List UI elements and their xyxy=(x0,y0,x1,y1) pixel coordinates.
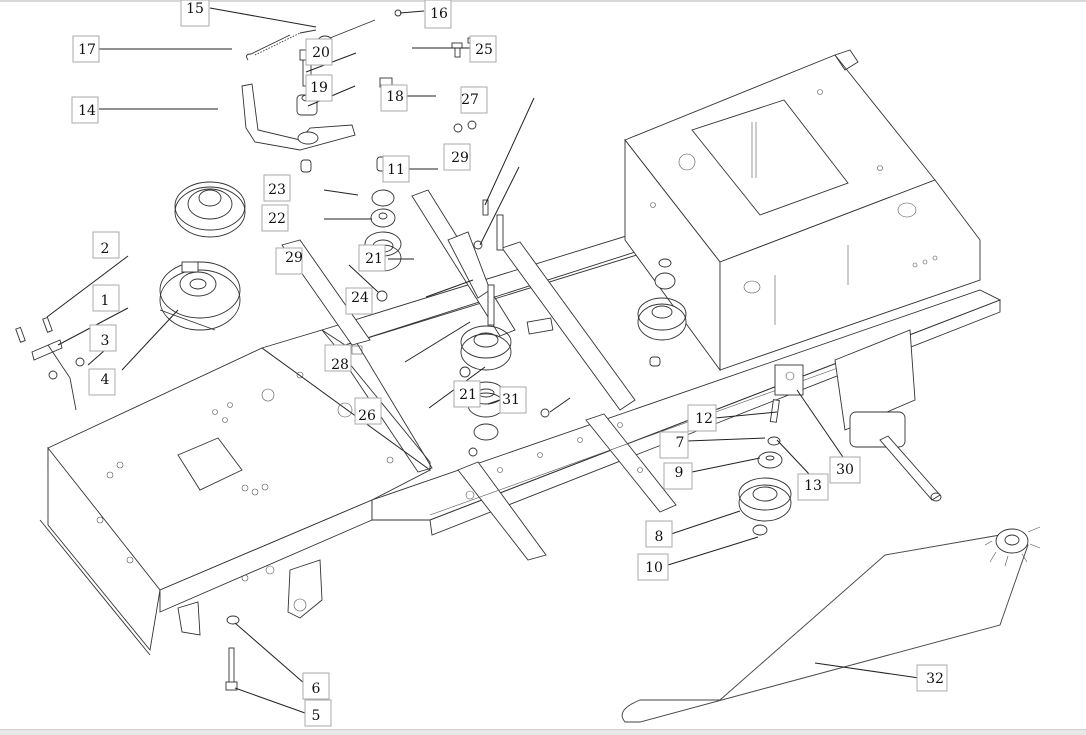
idler-lever xyxy=(447,199,554,335)
callout-25: 25 xyxy=(469,35,497,63)
svg-text:9: 9 xyxy=(675,465,684,481)
svg-text:16: 16 xyxy=(430,6,448,22)
callout-10: 10 xyxy=(637,553,669,581)
callout-24: 24 xyxy=(345,287,373,315)
callout-3: 3 xyxy=(89,324,117,352)
callout-17: 17 xyxy=(72,35,100,63)
callout-21-lower: 21 xyxy=(453,380,481,408)
callout-7: 7 xyxy=(659,431,689,459)
svg-text:1: 1 xyxy=(101,293,110,309)
svg-text:22: 22 xyxy=(268,211,286,227)
svg-text:28: 28 xyxy=(331,357,349,373)
rear-housing xyxy=(624,49,981,372)
svg-text:26: 26 xyxy=(358,408,376,424)
svg-text:12: 12 xyxy=(695,411,713,427)
svg-text:15: 15 xyxy=(186,1,204,17)
callout-1: 1 xyxy=(92,284,120,312)
svg-text:4: 4 xyxy=(101,372,110,388)
callout-12: 12 xyxy=(687,404,717,432)
callout-15: 15 xyxy=(180,0,210,27)
front-frame-plate xyxy=(39,329,433,656)
callout-8: 8 xyxy=(645,520,673,548)
callout-26: 26 xyxy=(354,397,382,425)
callout-27: 27 xyxy=(460,86,488,114)
svg-text:29: 29 xyxy=(451,150,469,166)
svg-text:6: 6 xyxy=(312,681,321,697)
engine-pulley xyxy=(174,181,246,238)
callout-5: 5 xyxy=(304,699,332,727)
transaxle xyxy=(774,329,942,502)
callout-14: 14 xyxy=(71,96,99,124)
svg-text:19: 19 xyxy=(310,80,328,96)
svg-text:10: 10 xyxy=(645,560,663,576)
callout-20: 20 xyxy=(305,38,333,66)
svg-text:21: 21 xyxy=(459,387,477,403)
callout-6: 6 xyxy=(302,672,330,700)
callout-9: 9 xyxy=(663,462,693,490)
callout-30: 30 xyxy=(829,456,861,484)
callout-13: 13 xyxy=(797,473,829,501)
callout-16: 16 xyxy=(424,0,452,29)
callout-31: 31 xyxy=(499,386,527,414)
lower-idler-stack xyxy=(459,325,550,457)
callout-23: 23 xyxy=(263,174,291,202)
callout-32: 32 xyxy=(916,664,948,692)
svg-text:3: 3 xyxy=(101,333,110,349)
svg-text:27: 27 xyxy=(461,92,479,108)
callout-18: 18 xyxy=(380,84,408,112)
svg-text:7: 7 xyxy=(676,435,685,451)
callout-11: 11 xyxy=(382,155,410,183)
bottom-scrollbar[interactable] xyxy=(0,729,1086,735)
svg-text:8: 8 xyxy=(655,529,664,545)
clutch-bracket xyxy=(15,316,85,411)
idler-arm xyxy=(241,49,477,151)
pto-clutch xyxy=(159,261,241,331)
bottom-bolt xyxy=(225,615,240,691)
right-idler-stack xyxy=(738,399,792,536)
svg-text:32: 32 xyxy=(926,671,944,687)
callout-28: 28 xyxy=(324,344,352,373)
frame-brackets xyxy=(177,559,323,636)
callout-19: 19 xyxy=(305,74,333,102)
callout-29-upper: 29 xyxy=(443,143,471,171)
svg-text:25: 25 xyxy=(475,42,493,58)
svg-text:11: 11 xyxy=(387,162,405,178)
callout-2: 2 xyxy=(92,231,120,259)
svg-text:23: 23 xyxy=(268,182,286,198)
rear-pulley xyxy=(637,258,687,367)
top-border xyxy=(0,0,1086,2)
leader-lines xyxy=(46,7,920,714)
svg-text:21: 21 xyxy=(365,251,383,267)
svg-text:20: 20 xyxy=(312,45,330,61)
drive-belt xyxy=(621,526,1041,723)
svg-text:31: 31 xyxy=(502,392,520,408)
svg-text:2: 2 xyxy=(101,241,110,257)
svg-text:14: 14 xyxy=(78,103,96,119)
svg-text:13: 13 xyxy=(804,478,822,494)
svg-text:24: 24 xyxy=(351,290,369,306)
svg-text:18: 18 xyxy=(386,89,404,105)
svg-text:5: 5 xyxy=(312,708,321,724)
callout-4: 4 xyxy=(88,368,116,396)
callout-21-upper: 21 xyxy=(358,244,386,272)
callout-22: 22 xyxy=(261,204,289,232)
svg-text:29: 29 xyxy=(285,250,303,266)
callout-29-lower: 29 xyxy=(275,247,303,275)
svg-text:17: 17 xyxy=(78,42,96,58)
svg-text:30: 30 xyxy=(836,462,854,478)
